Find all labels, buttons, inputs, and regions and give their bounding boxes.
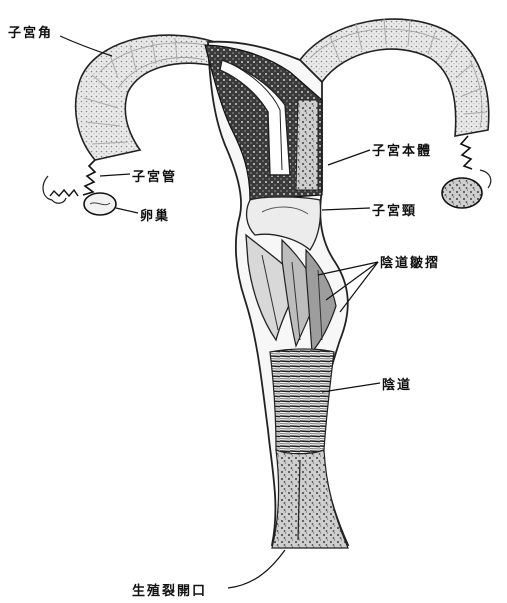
label-vagina: 陰道 — [382, 374, 412, 393]
leader-cervix — [322, 208, 370, 210]
leader-ovary — [116, 208, 138, 213]
leader-uterine-horn — [60, 36, 112, 56]
label-oviduct: 子宮管 — [132, 166, 177, 185]
leader-opening — [228, 550, 285, 588]
label-ovary: 卵巢 — [140, 205, 170, 224]
label-uterine-horn: 子宮角 — [8, 22, 53, 41]
right-uterine-horn — [300, 18, 489, 136]
right-ovary — [442, 178, 482, 208]
label-uterine-body: 子宮本體 — [372, 140, 432, 159]
label-urogenital-opening: 生殖裂開口 — [132, 580, 207, 599]
label-vaginal-folds: 陰道皺摺 — [380, 252, 440, 271]
urogenital-opening-region — [272, 450, 348, 548]
vagina-section — [270, 349, 334, 454]
leader-oviduct — [100, 174, 130, 176]
left-uterine-horn — [76, 35, 215, 160]
left-ovary — [84, 193, 116, 215]
leader-uterine-body — [328, 150, 370, 165]
label-cervix: 子宮頸 — [372, 200, 417, 219]
